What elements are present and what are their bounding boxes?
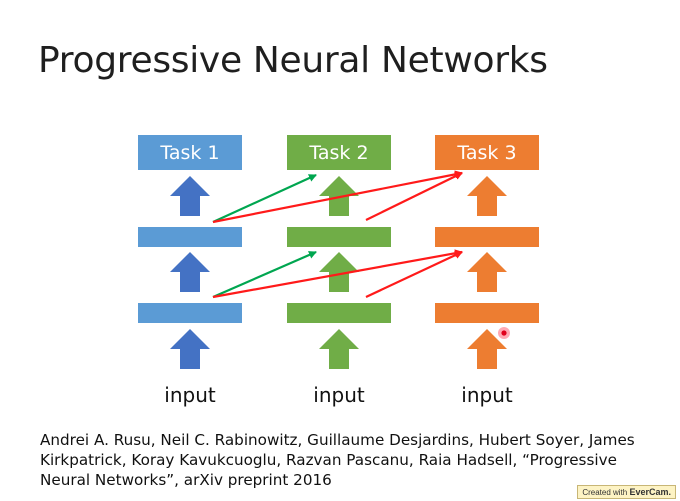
task-3-output-box bbox=[435, 135, 539, 170]
column-1-input-label: input bbox=[164, 383, 216, 407]
column-task-3: Task 3 input bbox=[435, 135, 539, 407]
column-3-input-label: input bbox=[461, 383, 513, 407]
column-1-up-arrow-middle bbox=[170, 252, 210, 292]
column-3-up-arrow-top bbox=[467, 176, 507, 216]
task-1-label: Task 1 bbox=[159, 142, 219, 164]
column-task-2: Task 2 input bbox=[287, 135, 391, 407]
cursor-highlight bbox=[498, 327, 510, 339]
column-1-hidden-layer-1 bbox=[138, 303, 242, 323]
lateral-arrow-col1-bottom-to-col3 bbox=[212, 249, 463, 299]
watermark-prefix: Created with bbox=[582, 488, 628, 497]
lateral-arrow-col1-top-to-col2 bbox=[212, 173, 317, 224]
column-2-up-arrow-top bbox=[319, 176, 359, 216]
citation: Andrei A. Rusu, Neil C. Rabinowitz, Guil… bbox=[40, 431, 635, 489]
column-1-up-arrow-input bbox=[170, 329, 210, 369]
lateral-arrow-col2-top-to-col3 bbox=[365, 172, 463, 221]
column-2-hidden-layer-1 bbox=[287, 303, 391, 323]
lateral-arrow-col1-top-to-col3 bbox=[212, 170, 463, 224]
column-3-hidden-layer-1 bbox=[435, 303, 539, 323]
watermark-brand: EverCam. bbox=[629, 487, 671, 497]
column-1-hidden-layer-2 bbox=[138, 227, 242, 247]
lateral-arrow-col2-bottom-to-col3 bbox=[365, 251, 463, 298]
column-3-up-arrow-input bbox=[467, 329, 507, 369]
column-2-up-arrow-input bbox=[319, 329, 359, 369]
slide-title: Progressive Neural Networks bbox=[38, 40, 548, 81]
column-3-up-arrow-middle bbox=[467, 252, 507, 292]
task-2-label: Task 2 bbox=[308, 142, 368, 164]
task-2-output-box bbox=[287, 135, 391, 170]
column-2-hidden-layer-2 bbox=[287, 227, 391, 247]
column-2-up-arrow-middle bbox=[319, 252, 359, 292]
column-1-up-arrow-top bbox=[170, 176, 210, 216]
task-1-output-box bbox=[138, 135, 242, 170]
column-task-1: Task 1 input bbox=[138, 135, 242, 407]
column-3-hidden-layer-2 bbox=[435, 227, 539, 247]
lateral-connections bbox=[212, 170, 463, 299]
evercam-watermark: Created with EverCam. bbox=[577, 485, 676, 499]
column-2-input-label: input bbox=[313, 383, 365, 407]
task-3-label: Task 3 bbox=[456, 142, 516, 164]
lateral-arrow-col1-bottom-to-col2 bbox=[212, 250, 317, 299]
